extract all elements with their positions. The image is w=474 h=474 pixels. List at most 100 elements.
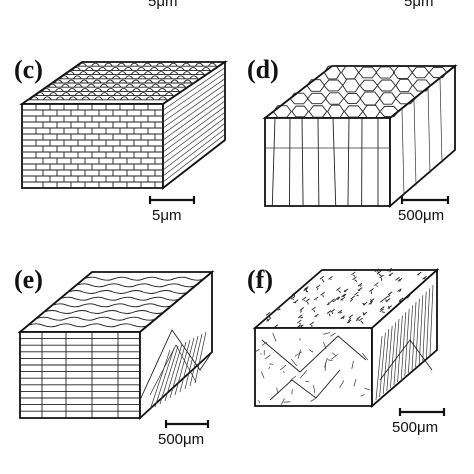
ridge-scale xyxy=(81,96,91,101)
ridge-scale xyxy=(73,75,82,80)
ridge-scale xyxy=(130,71,140,75)
ridge-scale xyxy=(170,87,180,92)
panel-e: (e) 500μm xyxy=(14,265,215,448)
ridge-scale xyxy=(91,71,101,75)
panel-d-scale-label: 500μm xyxy=(398,207,444,224)
dendrite-stroke xyxy=(405,295,411,299)
ridge-scale xyxy=(99,83,109,88)
side-hatch xyxy=(194,331,207,384)
dendrite-hatch xyxy=(323,332,331,335)
panel-f-scale-bar xyxy=(398,408,446,416)
ridge-scale xyxy=(143,71,153,75)
dendrite-stroke xyxy=(330,298,336,303)
ridge-scale xyxy=(79,79,89,84)
ridge-scale xyxy=(156,62,165,67)
ridge-scale xyxy=(104,71,114,75)
ridge-scale xyxy=(195,71,205,75)
ridge-scale xyxy=(74,92,84,96)
side-facet xyxy=(149,344,197,396)
side-layer-line xyxy=(162,117,226,165)
dendrite-stroke xyxy=(388,272,394,277)
ridge-scale xyxy=(170,79,180,84)
panel-f: (f) 500μm xyxy=(247,265,446,436)
ridge-scale xyxy=(162,66,172,71)
dendrite-hatch xyxy=(261,341,268,346)
dendrite-hatch xyxy=(260,371,265,379)
side-column-boundary xyxy=(413,98,417,186)
ridge-scale xyxy=(91,62,100,67)
wavy-layer xyxy=(43,310,165,314)
dendrite-stroke xyxy=(297,319,302,325)
dendrite-stroke xyxy=(383,296,389,302)
panel-c-side-face xyxy=(162,60,226,190)
column-boundary xyxy=(289,117,291,207)
wavy-layer xyxy=(59,296,181,301)
dendrite-stroke xyxy=(387,267,392,273)
panel-d-grain-pattern xyxy=(272,65,448,119)
dendrite-boundary xyxy=(269,369,341,401)
ridge-scale xyxy=(164,83,173,88)
side-hatch xyxy=(408,305,413,374)
ridge-scale xyxy=(138,92,148,96)
top-scale-label-right: 5μm xyxy=(404,0,433,10)
dendrite-hatch xyxy=(364,387,371,391)
grain-cell xyxy=(375,66,396,79)
grain-cell xyxy=(272,105,292,118)
dendrite-hatch xyxy=(360,394,365,397)
dendrite-stroke xyxy=(355,315,361,322)
dendrite-hatch xyxy=(268,366,271,370)
ridge-scale xyxy=(119,96,129,101)
ridge-scale xyxy=(163,75,173,80)
dendrite-stroke xyxy=(303,287,309,293)
ridge-scale xyxy=(136,66,146,71)
side-layer-line xyxy=(162,106,226,153)
ridge-scale xyxy=(98,66,107,71)
ridge-scale xyxy=(189,75,199,80)
dendrite-hatch xyxy=(259,353,262,355)
dendrite-stroke xyxy=(346,319,352,324)
ridge-scale xyxy=(117,71,127,75)
side-layer-line xyxy=(162,72,226,117)
ridge-scale xyxy=(66,71,75,75)
side-hatch xyxy=(418,295,424,365)
ridge-scale xyxy=(73,83,83,88)
grain-cell xyxy=(428,66,448,79)
panel-c-side-layers xyxy=(162,67,226,183)
ridge-scale xyxy=(113,92,122,96)
dendrite-stroke xyxy=(343,288,349,293)
dendrite-hatch xyxy=(339,380,345,388)
side-layer-line xyxy=(162,89,226,135)
dendrite-hatch xyxy=(324,362,327,371)
ridge-scale xyxy=(30,96,39,101)
dendrite-hatch xyxy=(299,370,308,379)
dendrite-hatch xyxy=(279,364,287,371)
ridge-scale xyxy=(106,87,116,92)
dendrite-hatch xyxy=(353,378,357,387)
column-boundary xyxy=(317,117,320,207)
ridge-scale xyxy=(67,87,77,92)
dendrite-hatch xyxy=(290,358,298,367)
dendrite-stroke xyxy=(290,295,296,300)
ridge-scale xyxy=(138,83,148,88)
dendrite-hatch xyxy=(258,400,261,404)
grain-cell xyxy=(412,79,432,92)
dendrite-hatch xyxy=(351,360,354,369)
side-hatch xyxy=(404,308,410,377)
panel-d-front-face xyxy=(264,117,391,207)
side-hatch xyxy=(393,318,400,386)
side-hatch xyxy=(397,315,403,383)
dendrite-stroke xyxy=(301,296,307,302)
dendrite-stroke xyxy=(395,276,400,281)
ridge-scale xyxy=(48,92,58,96)
dendrite-stroke xyxy=(340,315,345,320)
dendrite-stroke xyxy=(319,275,325,283)
side-hatch xyxy=(189,333,203,387)
grain-cell xyxy=(323,65,342,80)
ridge-scale xyxy=(60,75,69,80)
dendrite-stroke xyxy=(387,305,393,309)
side-layer-line xyxy=(162,95,226,141)
dendrite-stroke xyxy=(379,306,385,311)
side-hatch xyxy=(400,312,407,380)
grain-cell xyxy=(291,105,309,118)
dendrite-stroke xyxy=(265,311,272,319)
